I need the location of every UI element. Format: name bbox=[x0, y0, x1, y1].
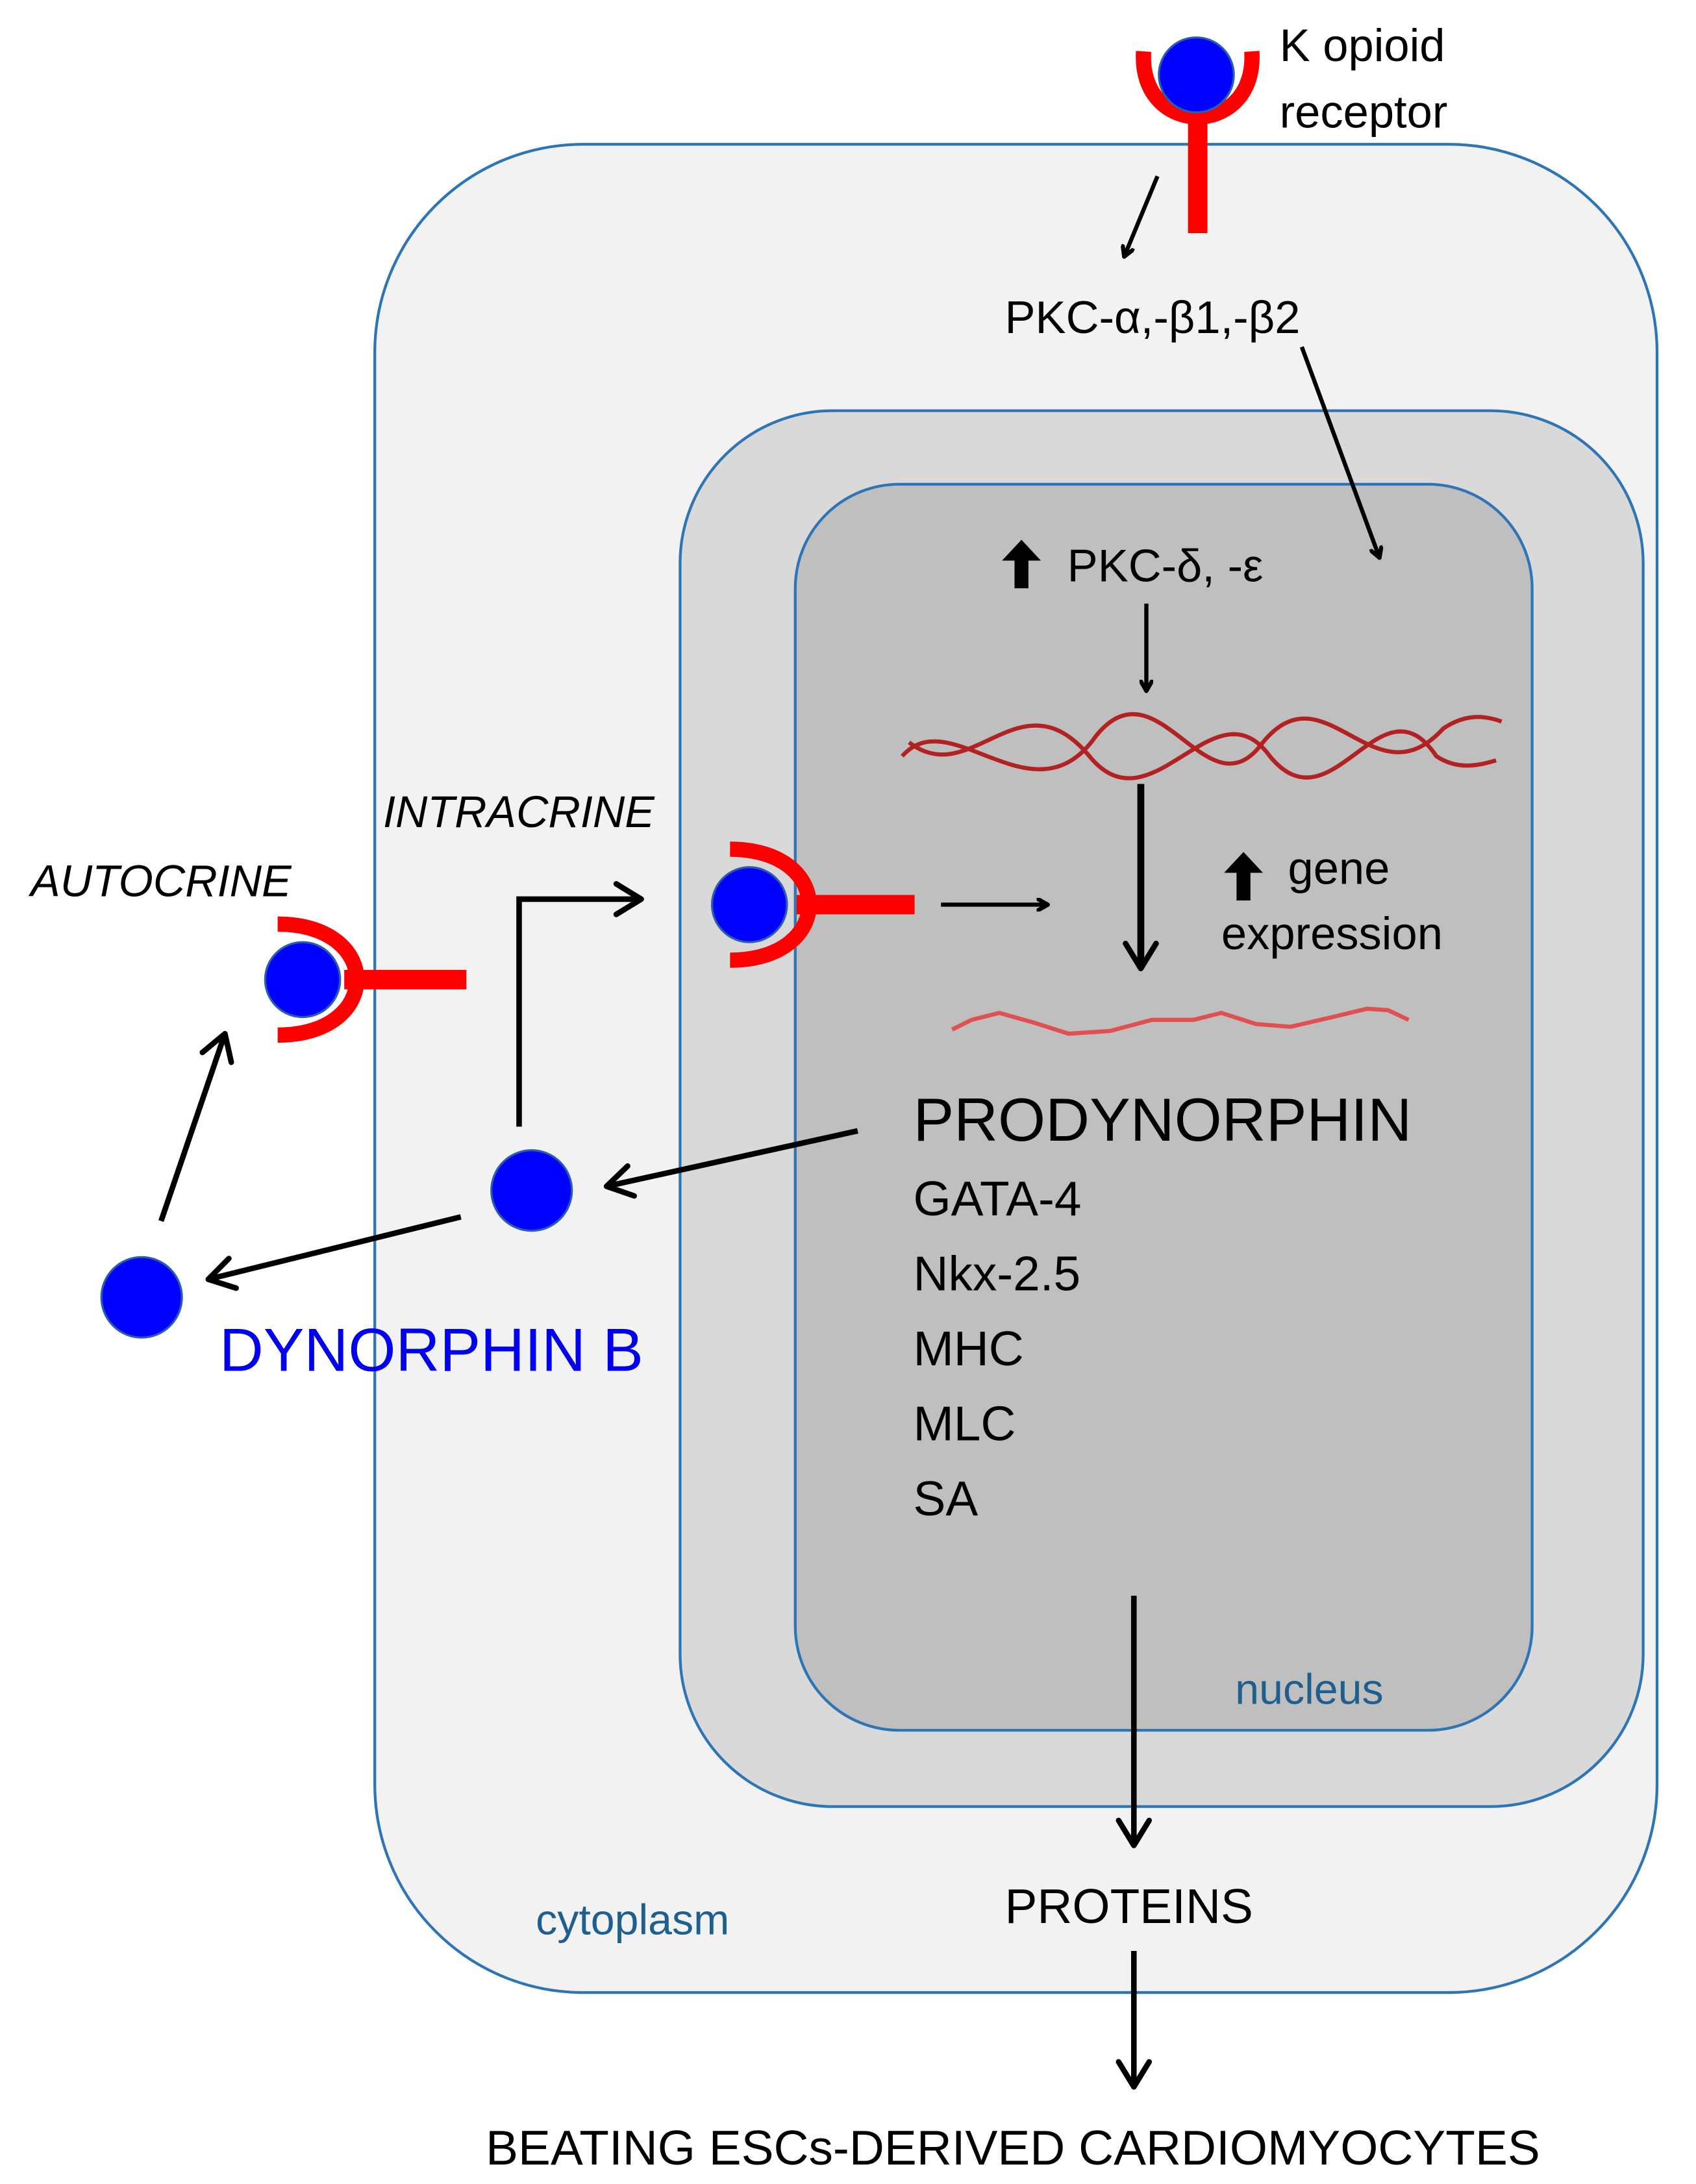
arrow-dynorphin-to-extracellular bbox=[205, 1214, 462, 1291]
cytoplasm-label: cytoplasm bbox=[536, 1896, 729, 1944]
nucleus-compartment bbox=[793, 482, 1534, 1732]
dynorphin-b-ligand-icon bbox=[264, 941, 342, 1019]
dynorphin-b-ligand-icon bbox=[490, 1149, 573, 1232]
prodynorphin-label: PRODYNORPHIN bbox=[913, 1086, 1412, 1154]
receptor-label-line1: K opioid bbox=[1280, 19, 1445, 71]
gene-label-mhc: MHC bbox=[913, 1321, 1023, 1376]
receptor-label-line2: receptor bbox=[1280, 86, 1448, 138]
opioid-receptor-icon bbox=[730, 841, 915, 968]
dna-double-helix-icon bbox=[900, 712, 1503, 780]
nucleus-label: nucleus bbox=[1235, 1666, 1383, 1714]
dynorphin-b-label: DYNORPHIN B bbox=[219, 1316, 643, 1384]
dynorphin-b-ligand-icon bbox=[710, 866, 788, 943]
opioid-receptor-icon bbox=[1136, 51, 1260, 234]
gene-expression-label-line1: gene bbox=[1288, 842, 1390, 893]
proteins-label: PROTEINS bbox=[1005, 1879, 1253, 1933]
outcome-label: BEATING ESCs-DERIVED CARDIOMYOCYTES bbox=[486, 2120, 1540, 2175]
intracrine-label: INTRACRINE bbox=[383, 788, 655, 837]
arrow-pkc-to-nucleus bbox=[1299, 346, 1380, 558]
pkc-alpha-beta-label: PKC-α,-β1,-β2 bbox=[1005, 292, 1301, 343]
gene-label-gata4: GATA-4 bbox=[913, 1171, 1081, 1226]
gene-label-nkx25: Nkx-2.5 bbox=[913, 1247, 1080, 1301]
pkc-delta-epsilon-label: PKC-δ, -ε bbox=[1067, 540, 1264, 591]
mrna-strand-icon bbox=[951, 1006, 1410, 1036]
arrow-receptor-to-pkc bbox=[1124, 175, 1160, 256]
gene-expression-label-line2: expression bbox=[1221, 908, 1443, 959]
up-arrow-icon bbox=[1002, 540, 1041, 589]
autocrine-label: AUTOCRINE bbox=[28, 857, 292, 906]
gene-label-sa: SA bbox=[913, 1471, 978, 1526]
dynorphin-b-ligand-icon bbox=[100, 1256, 183, 1339]
arrow-autocrine-path bbox=[158, 1030, 234, 1222]
arrow-intracrine-path bbox=[516, 881, 644, 1127]
arrow-prodynorphin-to-dynorphin bbox=[603, 1128, 858, 1199]
up-arrow-icon bbox=[1224, 852, 1264, 901]
opioid-receptor-icon bbox=[277, 916, 467, 1043]
dynorphin-b-ligand-icon bbox=[1158, 36, 1235, 114]
gene-label-mlc: MLC bbox=[913, 1396, 1016, 1450]
